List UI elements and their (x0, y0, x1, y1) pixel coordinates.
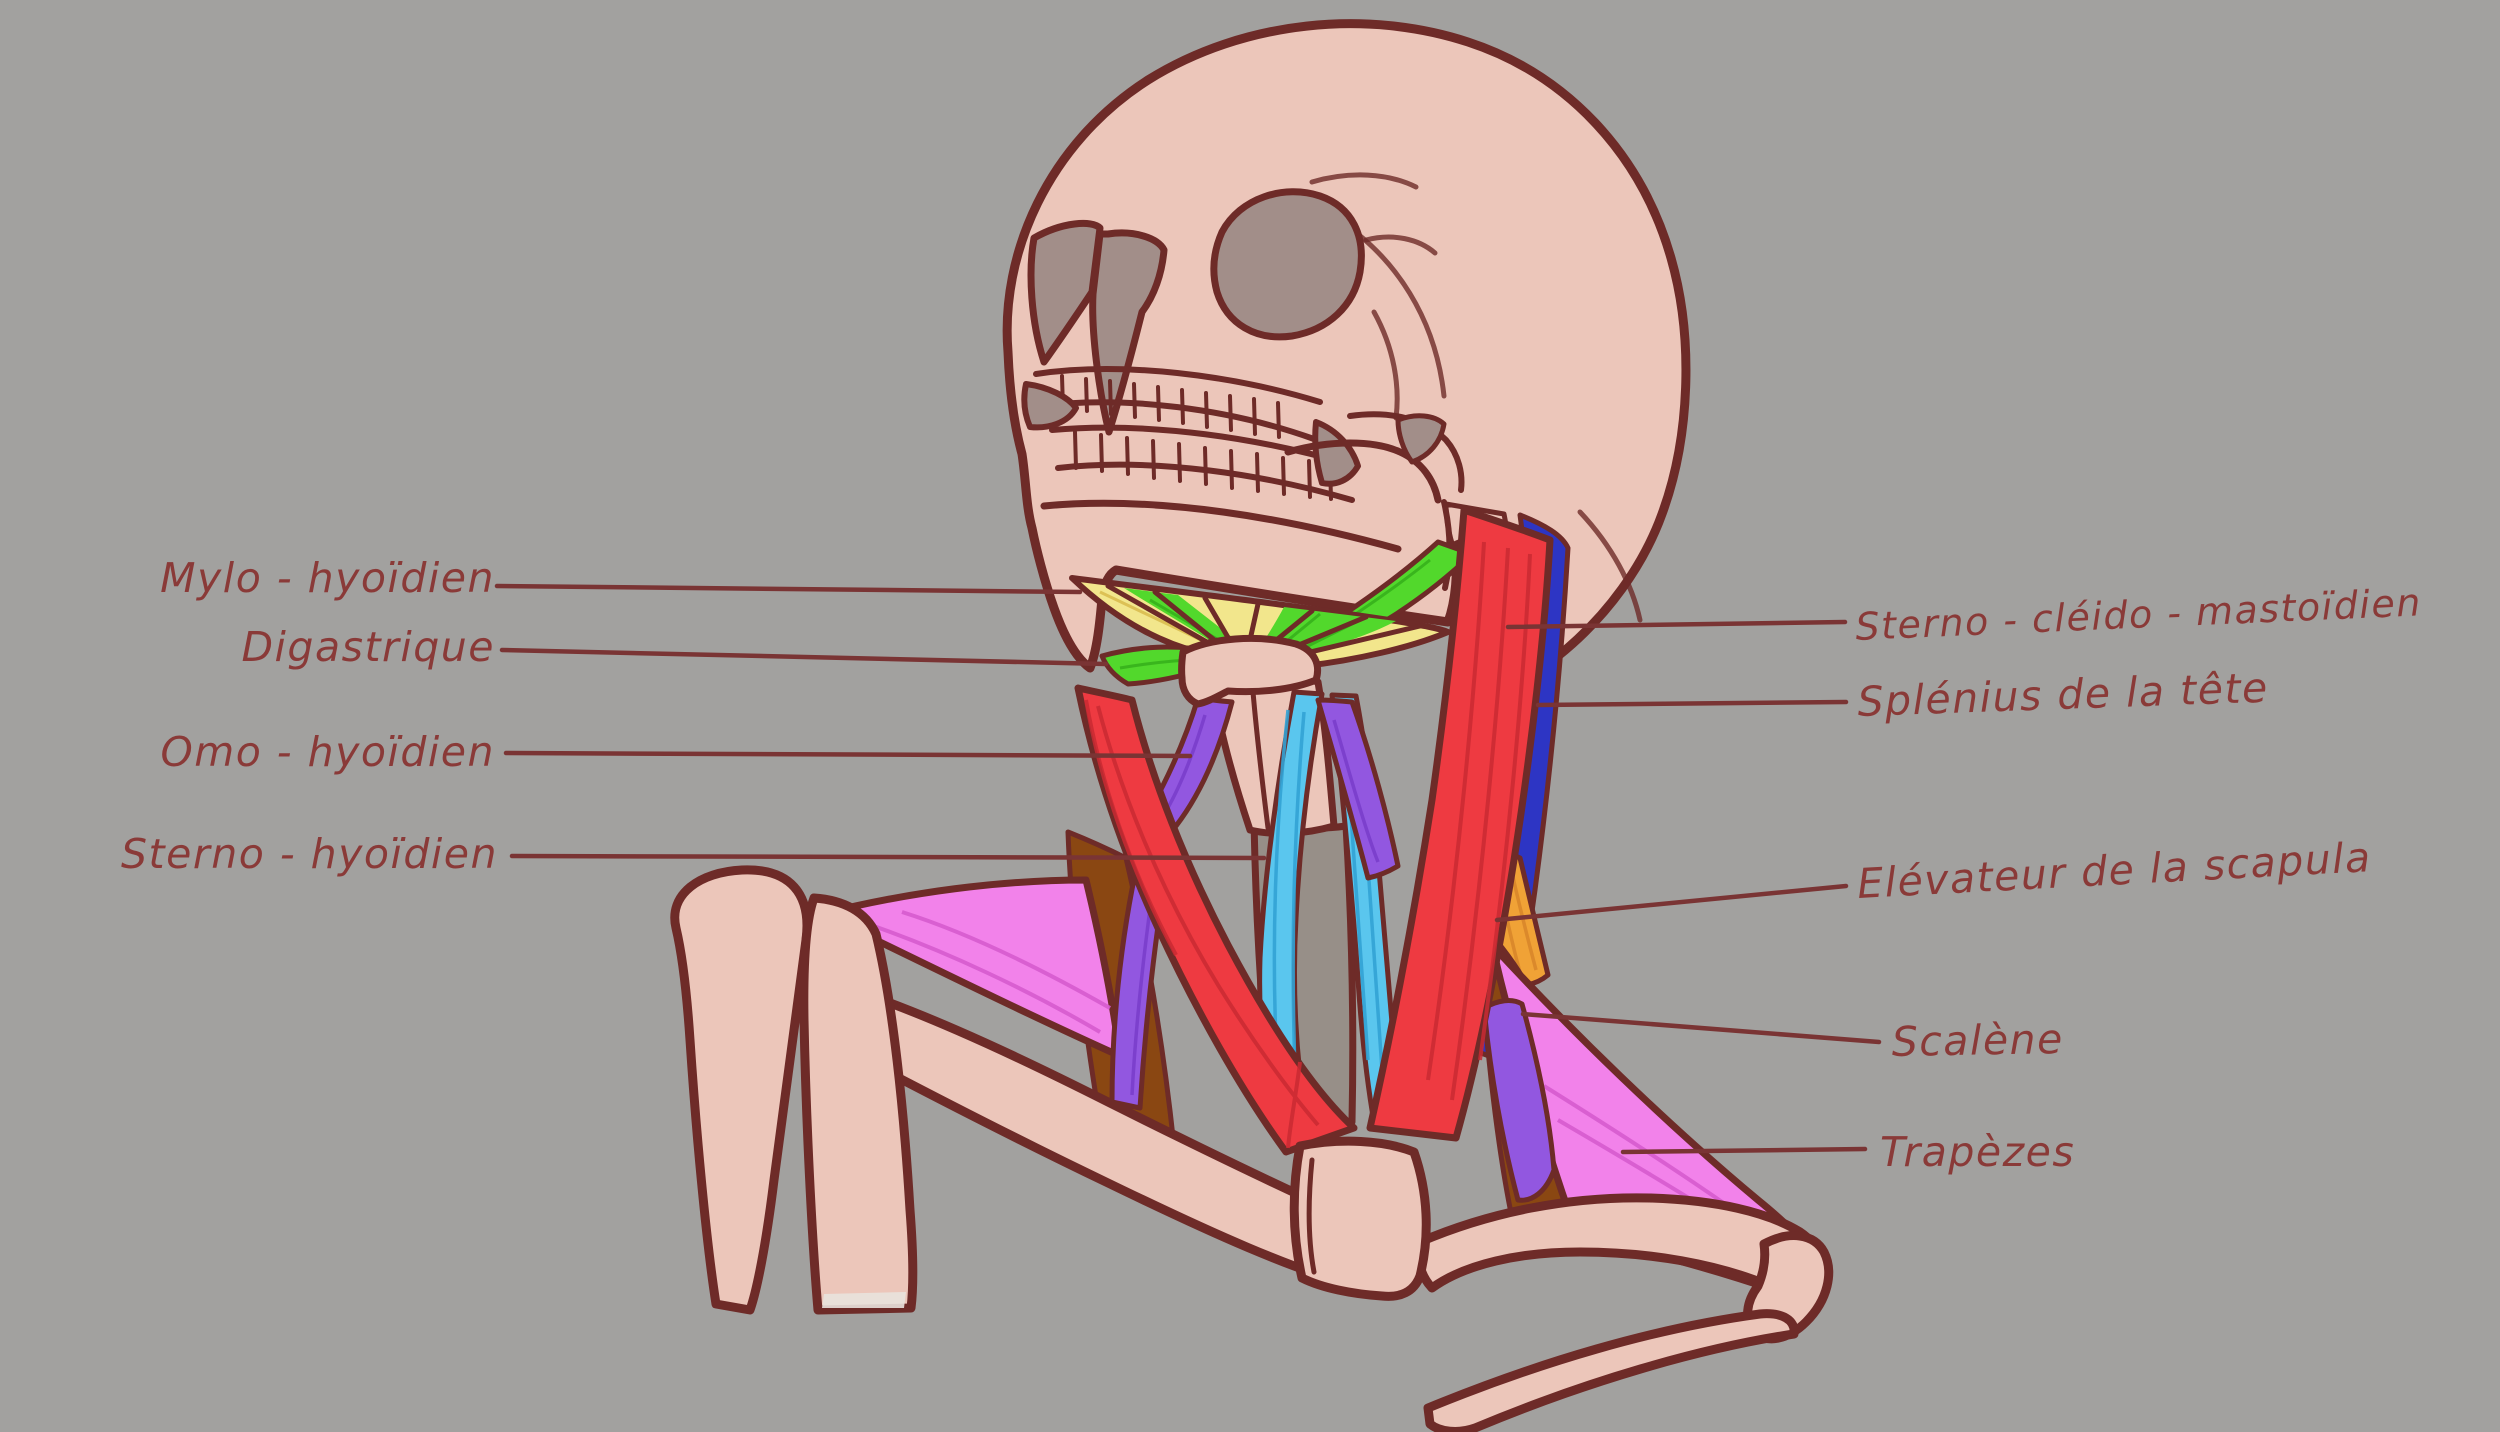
trapezius-muscle-left (818, 876, 1124, 1060)
mouth-gap-right (1312, 419, 1361, 487)
cheek-crease (1371, 309, 1400, 421)
teeth (1021, 366, 1402, 553)
sternocleidomastoid-left (1074, 684, 1358, 1156)
manubrium-shading (1306, 1157, 1317, 1275)
label-trapezes: Trapèzes (1880, 1128, 2075, 1176)
zygomatic-arch (1284, 411, 1497, 591)
skull (1002, 19, 1691, 673)
scm-right-fibers (1426, 541, 1532, 1101)
hyoid-bone (1178, 634, 1322, 708)
label-sterno-hyoidien: Sterno - hyoïdien (121, 830, 498, 878)
leader-scalene (1520, 1011, 1882, 1045)
leader-digastrique (499, 647, 1109, 667)
eye-socket-left (1027, 219, 1104, 366)
fan-radial-strokes (1105, 583, 1423, 666)
upper-teeth-top-edge (1033, 366, 1323, 405)
zygomatic-upper-edge (1347, 411, 1465, 493)
lower-teeth-bottom-edge (1055, 461, 1355, 503)
zygomatic-lower-edge (1284, 439, 1442, 504)
brow-crease (1309, 172, 1419, 190)
omohyoid-lower-belly-right (1481, 998, 1557, 1203)
leader-elevateur (1494, 883, 1849, 923)
upper-teeth-hatching (1060, 374, 1281, 439)
scapula-border (799, 893, 918, 1315)
manubrium (1289, 1136, 1431, 1301)
label-omo-hyoidien: Omo - hyoïdien (160, 728, 495, 776)
leader-splenius (1535, 699, 1849, 708)
leader-sterno-cleido-mastoidien (1505, 619, 1848, 630)
label-scalene: Scalène (1891, 1015, 2064, 1066)
larynx-midline (1249, 677, 1271, 831)
lower-teeth-hatching (1073, 430, 1333, 501)
scapula-cut-face (822, 1292, 906, 1308)
omohyoid-upper-belly-right (1315, 697, 1401, 881)
trapezius-left-fibers (861, 910, 1111, 1034)
leader-omo-hyoidien (503, 750, 1193, 759)
label-mylo-hyoidien: Mylo - hyoïdien (160, 554, 495, 602)
label-digastrique: Digastrique (241, 623, 495, 671)
scm-left-fibers (1084, 699, 1320, 1149)
leader-sterno-hyoidien (509, 853, 1267, 861)
scapular-spine (1423, 1309, 1799, 1432)
leader-lines (494, 583, 1882, 1155)
mylohyoid-fan (1069, 575, 1451, 670)
omohyoid-right-upper-fibers (1332, 719, 1380, 863)
mandible-top-edge (1040, 499, 1402, 553)
mouth-gap-left (1021, 381, 1079, 431)
leader-trapezes (1620, 1146, 1868, 1155)
eye-socket-right (1210, 188, 1365, 341)
occiput-crease (1577, 509, 1643, 623)
tmj-gap (1395, 413, 1447, 465)
orbit-crease (1363, 234, 1438, 256)
shoulder-girdle-front (1289, 1136, 1834, 1432)
leader-mylo-hyoidien (494, 583, 1083, 595)
